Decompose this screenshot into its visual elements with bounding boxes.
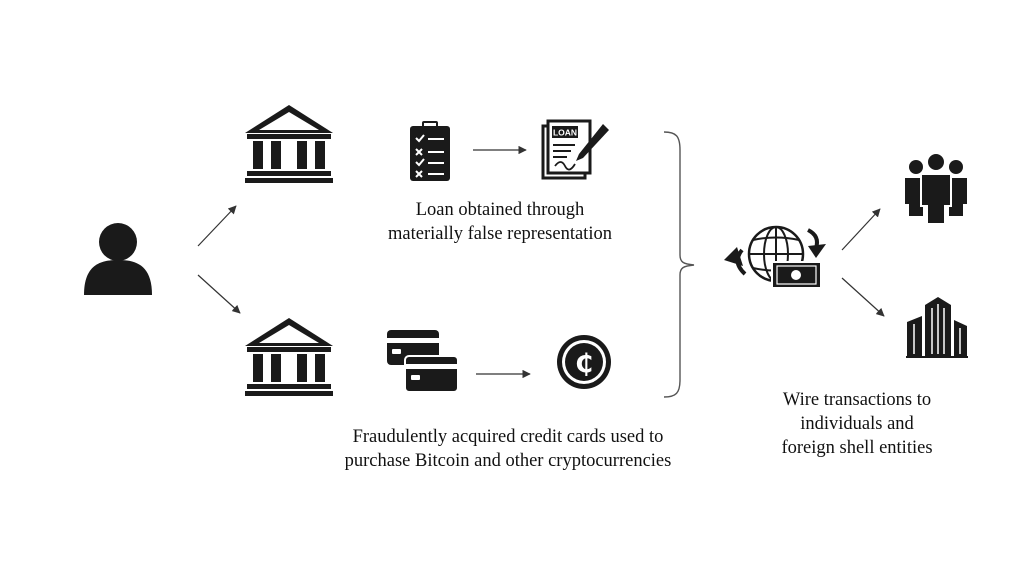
cryptocurrency-coin-icon: ₵ xyxy=(557,335,611,389)
credit-cards-icon xyxy=(387,330,459,393)
globe-money-transfer-icon xyxy=(724,225,826,289)
arrow-to-bank-top xyxy=(197,205,237,247)
loan-caption: Loan obtained through materially false r… xyxy=(360,198,640,246)
wire-caption: Wire transactions to individuals and for… xyxy=(752,388,962,460)
wire-caption-line-3: foreign shell entities xyxy=(781,438,933,458)
loan-caption-line-1: Loan obtained through xyxy=(415,200,585,220)
people-group-icon xyxy=(905,152,967,225)
person-icon xyxy=(84,223,152,295)
bank-icon-bottom xyxy=(245,318,333,396)
credit-caption: Fraudulently acquired credit cards used … xyxy=(318,425,698,473)
loan-badge-text: LOAN xyxy=(553,128,577,138)
arrow-to-people xyxy=(841,208,881,251)
loan-document-icon: LOAN xyxy=(541,119,609,180)
arrow-to-buildings xyxy=(841,277,885,317)
grouping-bracket xyxy=(663,131,695,398)
crypto-symbol: ₵ xyxy=(575,349,593,379)
loan-caption-line-2: materially false representation xyxy=(388,224,612,244)
credit-caption-line-1: Fraudulently acquired credit cards used … xyxy=(352,427,664,447)
buildings-icon xyxy=(906,297,968,358)
bank-icon-top xyxy=(245,105,333,183)
clipboard-checklist-icon xyxy=(410,121,450,181)
arrow-to-bank-bottom xyxy=(197,274,241,314)
wire-caption-line-1: Wire transactions to xyxy=(782,390,932,410)
credit-caption-line-2: purchase Bitcoin and other cryptocurrenc… xyxy=(344,451,672,471)
wire-caption-line-2: individuals and xyxy=(800,414,914,434)
